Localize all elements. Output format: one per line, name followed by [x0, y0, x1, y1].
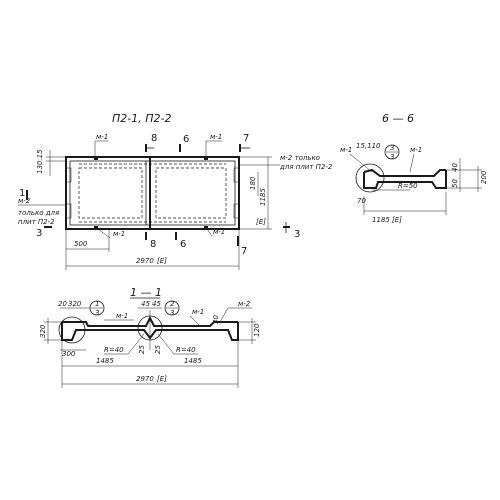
- plan-cut-6-top: 6: [183, 134, 189, 145]
- section11-mark-m2: м-2: [238, 300, 251, 308]
- section11-detail-circle-left: [58, 316, 86, 344]
- section66-dim-right-a: 40: [451, 163, 459, 172]
- section11-dim-30: 30: [212, 315, 220, 324]
- plan-dim-500: 500: [74, 240, 88, 248]
- section11-dim-120: 120: [253, 323, 261, 337]
- plan-note-m2-right-b: для плит П2-2: [279, 163, 333, 171]
- plan-rib-inner: [69, 160, 236, 226]
- section11-dim-half-b: 1485: [184, 357, 202, 365]
- section66-mark-m1-left: м-1: [340, 146, 352, 154]
- plan-insert-4: [204, 226, 208, 229]
- section66-detail-circle: [355, 163, 385, 193]
- section11-radius-b: R=40: [176, 346, 196, 354]
- plan-cut-6-bottom: 6: [180, 239, 186, 250]
- section66-callout: [384, 144, 400, 160]
- plan-mark-m1-top-right: м-1: [210, 133, 222, 141]
- plan-cut-3-right: 3: [294, 229, 300, 240]
- plan-dim-inner: 180: [249, 176, 257, 190]
- plan-note-m2-right-a: м-2 только: [280, 154, 320, 162]
- section11-mark-m1-left: м-1: [116, 312, 128, 320]
- plan-mark-m1-bottom-right: м-1: [213, 228, 225, 236]
- section11-callout-3b: 3: [170, 309, 174, 317]
- plan-dash-right: [155, 167, 227, 219]
- plan-ref-mark-height: [Е]: [256, 218, 266, 226]
- section11-dim-45b: 45: [152, 300, 161, 308]
- plan-title: П2-1, П2-2: [112, 112, 171, 125]
- section66-title: 6 — 6: [382, 112, 414, 125]
- section11-dim-320: 320: [68, 300, 82, 308]
- section11-mark-m1-right: м-1: [192, 308, 204, 316]
- section66-dim-top: 15,110: [356, 142, 381, 150]
- section66-callout-bottom: 3: [390, 153, 394, 161]
- plan-mark-m1-bottom-left: м-1: [113, 230, 125, 238]
- section66-dim-70: 70: [357, 197, 366, 205]
- section11-dim-45a: 45: [141, 300, 150, 308]
- plan-note-m2-left-a: только для: [18, 209, 59, 217]
- section11-callout-right: [164, 300, 180, 316]
- section11-dim-half-a: 1485: [96, 357, 114, 365]
- plan-cut-7-bottom: 7: [241, 246, 247, 257]
- section11-callout-1: 1: [95, 300, 99, 308]
- section11-dim-total: 2970: [136, 375, 154, 383]
- section11-callout-left: [89, 300, 105, 316]
- plan-plate-left-bottom: [65, 203, 72, 219]
- plan-cut-8-bottom: 8: [150, 239, 156, 250]
- section11-dim-20: 20: [58, 300, 67, 308]
- plan-dash-left: [78, 167, 143, 219]
- section11-callout-2: 2: [170, 300, 175, 308]
- section11-callout-3: 3: [95, 309, 99, 317]
- section11-radius-a: R=40: [104, 346, 124, 354]
- section66-callout-top: 3: [390, 144, 394, 152]
- section66-profile-top: [363, 168, 446, 177]
- plan-insert-3: [94, 226, 98, 229]
- section11-dim-300: 300: [62, 350, 76, 358]
- plan-dim-total: 2970: [136, 257, 154, 265]
- section66-dim-200: 200: [480, 170, 488, 184]
- section11-dim-25b: 25: [154, 345, 162, 354]
- plan-ref-mark-total: [Е]: [157, 257, 167, 265]
- plan-cut-3-left: 3: [36, 228, 42, 239]
- section66-mark-m1-right: м-1: [410, 146, 422, 154]
- plan-insert-1: [94, 157, 98, 160]
- plan-plate-left-top: [65, 167, 72, 183]
- plan-mark-m2-left: м-2: [18, 197, 31, 205]
- plan-dim-height: 1185: [259, 188, 267, 206]
- section11-dim-25a: 25: [138, 345, 146, 354]
- section66-profile-bottom: [363, 170, 447, 189]
- section11-title: 1 — 1: [130, 286, 162, 299]
- plan-mark-m1-top-left: м-1: [96, 133, 108, 141]
- section66-dim-right-b: 50: [451, 179, 459, 188]
- plan-note-m2-left-b: плит П2-2: [18, 218, 55, 226]
- section66-ref-mark: [Е]: [392, 216, 402, 224]
- section11-ref-mark: [Е]: [157, 375, 167, 383]
- plan-cut-8-top: 8: [151, 133, 157, 144]
- section66-dim-1185: 1185: [372, 216, 390, 224]
- plan-slab-outline: [65, 156, 240, 230]
- plan-plate-right-bottom: [233, 203, 240, 219]
- section11-dim-320v: 320: [39, 324, 47, 338]
- plan-cut-7-top: 7: [243, 133, 249, 144]
- plan-dim-top-left: 130.15: [36, 149, 44, 174]
- section66-radius: R=50: [398, 182, 418, 190]
- plan-insert-2: [204, 157, 208, 160]
- plan-cut-1: 1: [19, 188, 25, 199]
- plan-plate-right-top: [233, 167, 240, 183]
